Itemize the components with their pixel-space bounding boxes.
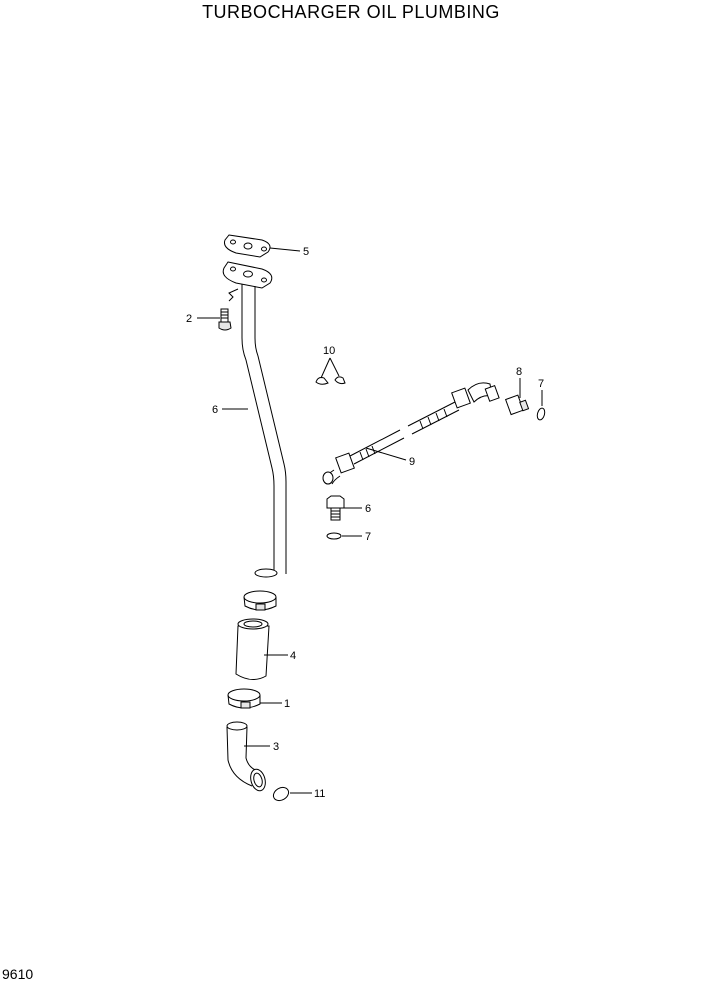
o-ring-part-7-upper	[536, 407, 546, 421]
page-number: 9610	[2, 966, 34, 982]
drain-tube-part-6	[241, 284, 287, 578]
washers-part-10	[315, 376, 346, 385]
callout-10: 10	[323, 345, 335, 357]
leader-lines	[197, 247, 543, 794]
hose-clamp-part-1	[227, 688, 261, 709]
supply-line-part-9	[322, 382, 500, 485]
callout-9: 9	[409, 456, 415, 468]
callout-1: 1	[284, 698, 290, 710]
callout-7-upper: 7	[538, 378, 544, 390]
adapter-part-8	[504, 394, 530, 416]
callout-3: 3	[273, 741, 279, 753]
hose-clamp-upper	[243, 590, 277, 611]
callout-2: 2	[186, 313, 192, 325]
hose-part-4	[235, 618, 270, 680]
o-ring-part-7-lower	[326, 532, 342, 540]
callout-8: 8	[516, 366, 522, 378]
callout-7-lower: 7	[365, 531, 371, 543]
page-title: TURBOCHARGER OIL PLUMBING	[202, 2, 500, 22]
callout-5: 5	[303, 246, 309, 258]
callout-4: 4	[290, 650, 296, 662]
connector-part-6	[326, 495, 345, 521]
bolt-part-2	[218, 288, 239, 331]
callout-6-tube: 6	[212, 404, 218, 416]
elbow-part-3	[226, 721, 266, 792]
gasket-part-5	[224, 234, 271, 258]
o-ring-part-11	[272, 786, 290, 802]
callout-11: 11	[314, 788, 325, 800]
tube-flange	[222, 261, 273, 289]
callout-6-connector: 6	[365, 503, 371, 515]
